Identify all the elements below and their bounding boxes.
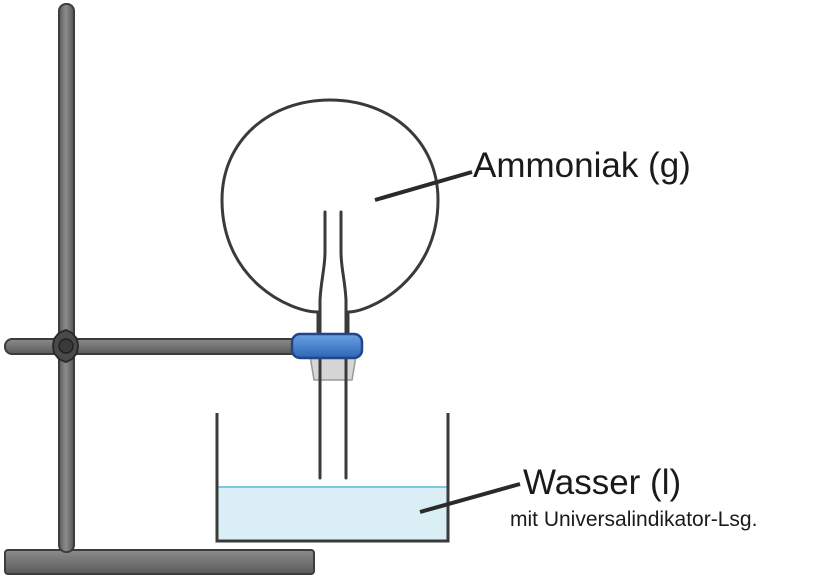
clamp-arm <box>4 338 306 355</box>
water-fill <box>218 487 447 540</box>
flask-stopper <box>309 355 357 381</box>
ammonia-label: Ammoniak (g) <box>473 146 691 185</box>
beaker <box>215 413 450 543</box>
round-flask <box>220 98 440 338</box>
glass-tube <box>318 210 348 480</box>
stand-rod <box>58 3 75 553</box>
boss-head-knob <box>51 328 80 364</box>
water-label: Wasser (l) <box>523 463 682 502</box>
flask-clamp <box>290 332 364 360</box>
indicator-label: mit Universalindikator-Lsg. <box>510 508 758 531</box>
stand-base <box>4 549 315 575</box>
water-leader-line <box>419 482 521 514</box>
ammonia-leader-line <box>374 170 473 202</box>
